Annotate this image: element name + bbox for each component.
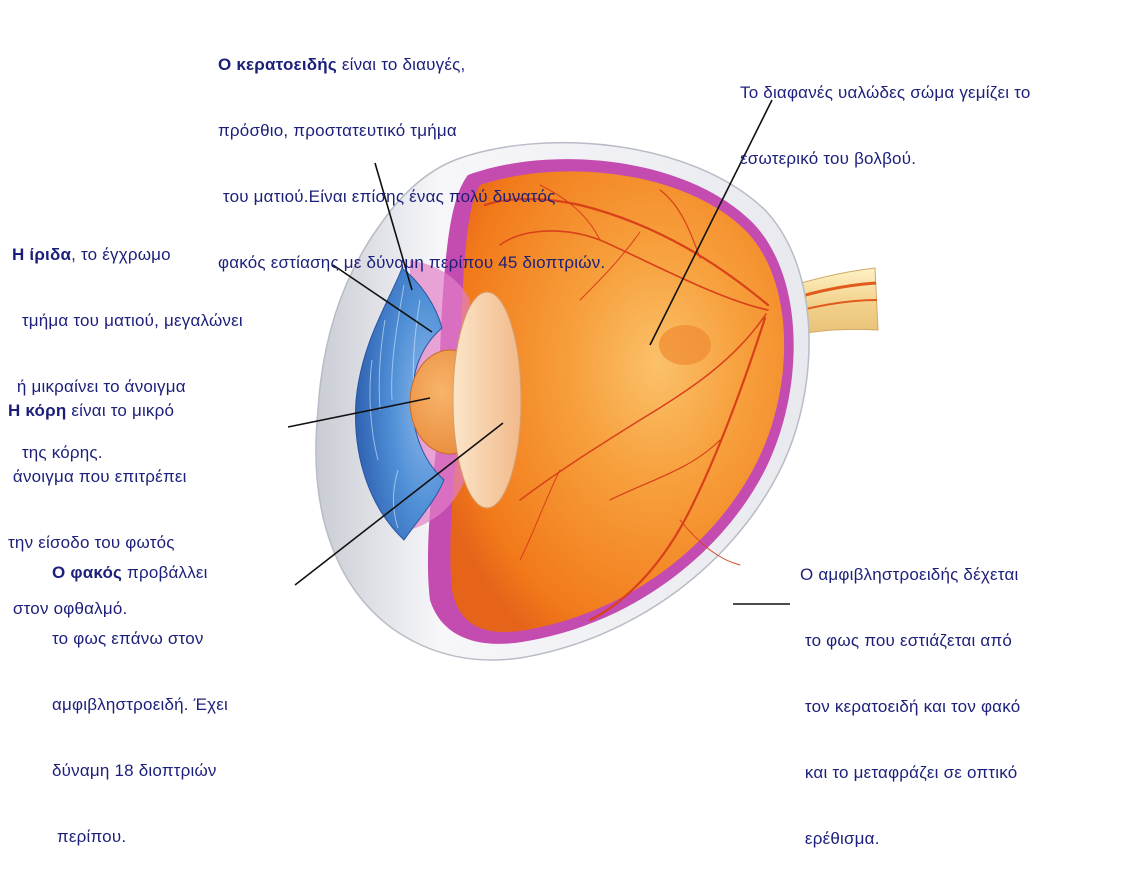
iris-text-2: τμήμα του ματιού, μεγαλώνει: [12, 310, 243, 332]
lens-label: Ο φακός προβάλλει το φως επάνω στον αμφι…: [52, 518, 228, 870]
macula: [659, 325, 711, 365]
cornea-text-4: φακός εστίασης με δύναμη περίπου 45 διοπ…: [218, 252, 605, 274]
vitreous-text-1: Το διαφανές υαλώδες σώμα γεμίζει το: [740, 82, 1030, 104]
lens-term: Ο φακός: [52, 563, 122, 582]
lens-text-2: το φως επάνω στον: [52, 628, 228, 650]
vitreous-label: Το διαφανές υαλώδες σώμα γεμίζει το εσωτ…: [740, 38, 1030, 192]
lens-text-3: αμφιβληστροειδή. Έχει: [52, 694, 228, 716]
retina-text-3: τον κερατοειδή και τον φακό: [800, 696, 1020, 718]
retina-text-1: Ο αμφιβληστροειδής δέχεται: [800, 564, 1020, 586]
lens-text-5: περίπου.: [52, 826, 228, 848]
lens-text-4: δύναμη 18 διοπτριών: [52, 760, 228, 782]
lens-text-1: προβάλλει: [122, 563, 208, 582]
retina-text-5: ερέθισμα.: [800, 828, 1020, 850]
retina-text-4: και το μεταφράζει σε οπτικό: [800, 762, 1020, 784]
vitreous-text-2: εσωτερικό του βολβού.: [740, 148, 1030, 170]
cornea-text-2: πρόσθιο, προστατευτικό τμήμα: [218, 120, 605, 142]
pupil-text-2: άνοιγμα που επιτρέπει: [8, 466, 187, 488]
pupil-term: Η κόρη: [8, 401, 66, 420]
retina-text-2: το φως που εστιάζεται από: [800, 630, 1020, 652]
lens: [453, 292, 521, 508]
iris-text-1: , το έγχρωμο: [71, 245, 171, 264]
cornea-text-3: του ματιού.Είναι επίσης ένας πολύ δυνατό…: [218, 186, 605, 208]
cornea-text-1: είναι το διαυγές,: [337, 55, 466, 74]
retina-label: Ο αμφιβληστροειδής δέχεται το φως που εσ…: [800, 520, 1020, 872]
iris-term: Η ίριδα: [12, 245, 71, 264]
pupil-text-1: είναι το μικρό: [66, 401, 174, 420]
cornea-term: Ο κερατοειδής: [218, 55, 337, 74]
cornea-label: Ο κερατοειδής είναι το διαυγές, πρόσθιο,…: [218, 10, 605, 296]
